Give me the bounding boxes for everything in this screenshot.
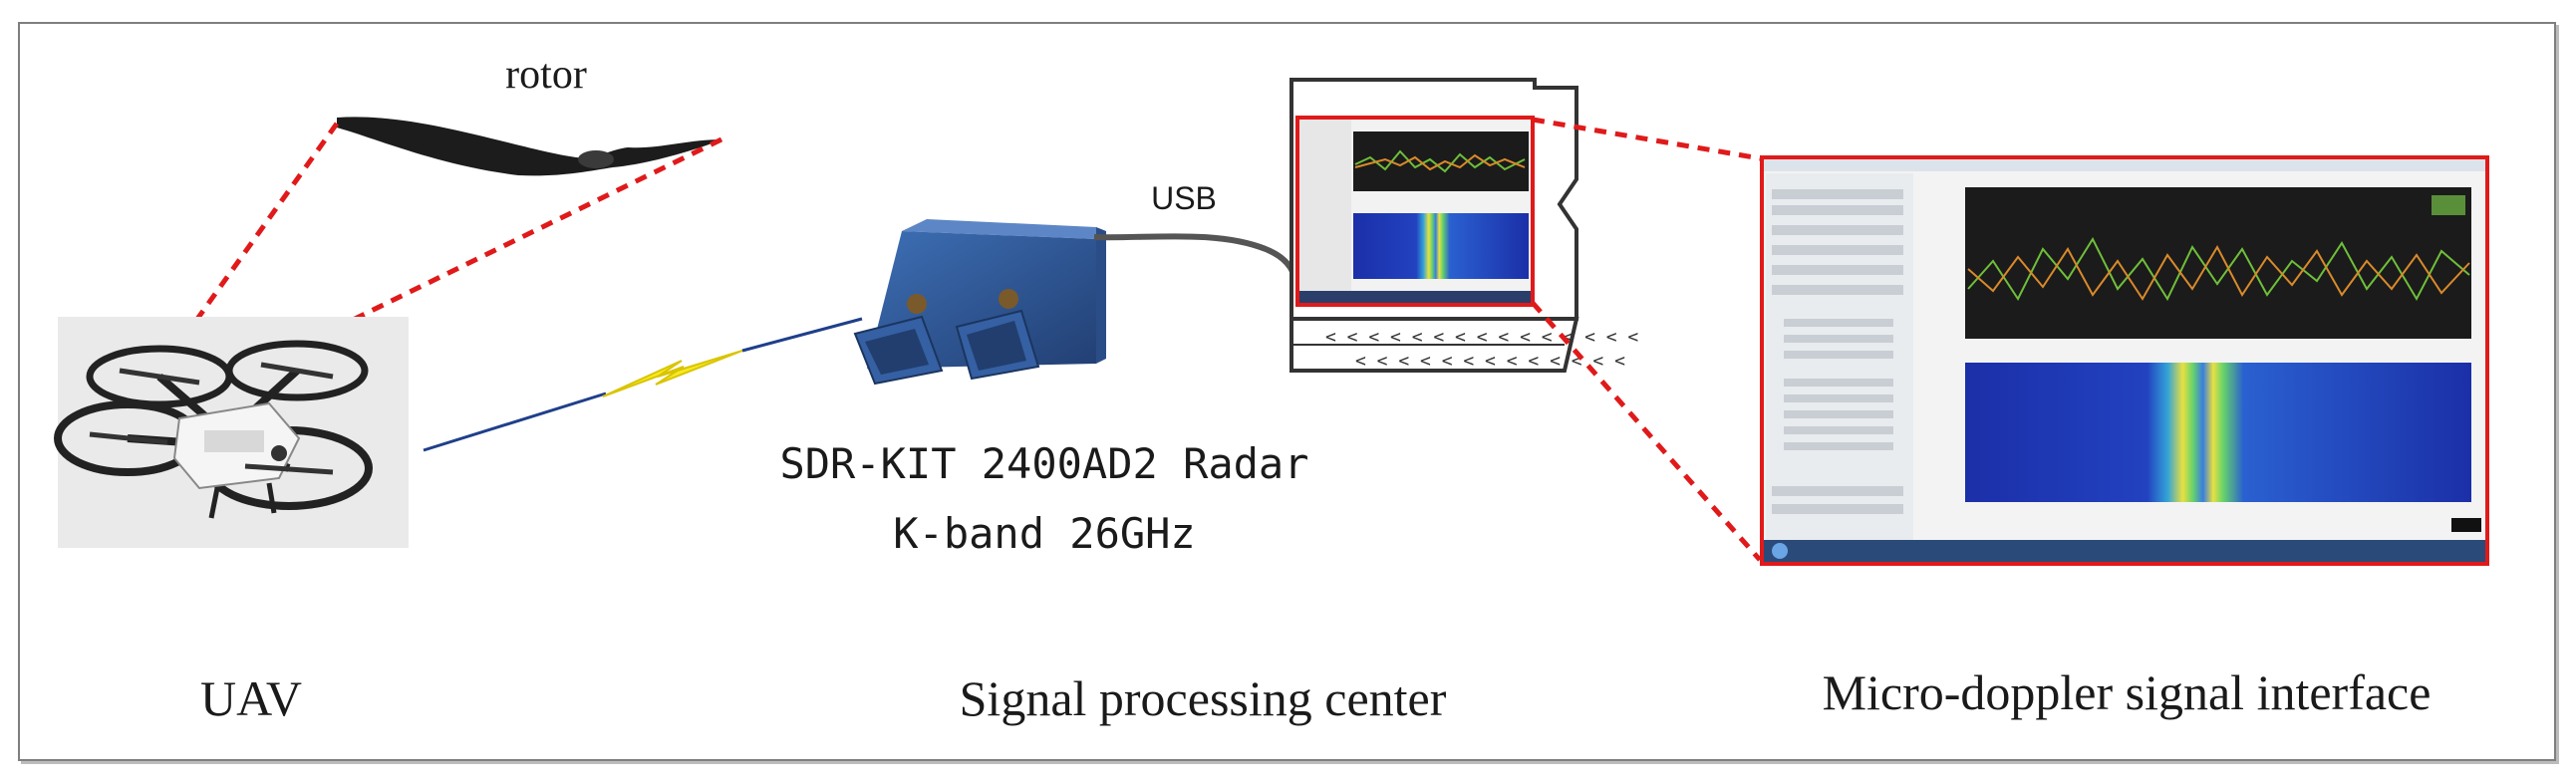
usb-label: USB bbox=[1151, 180, 1217, 216]
radar-model-label: SDR-KIT 2400AD2 Radar bbox=[779, 439, 1308, 488]
usb-cable bbox=[1093, 233, 1298, 282]
rotor-label: rotor bbox=[505, 52, 587, 98]
desktop-computer-icon: < < < < < < < < < < < < < < < < < < < < … bbox=[1289, 78, 1638, 373]
wireless-link bbox=[423, 317, 863, 452]
svg-text:< < < < < < < < < < < < < < <: < < < < < < < < < < < < < < < bbox=[1325, 327, 1638, 348]
interface-caption: Micro-doppler signal interface bbox=[1823, 664, 2432, 720]
radar-band-label: K-band 26GHz bbox=[893, 509, 1195, 558]
interface-callout-lines bbox=[1531, 117, 1767, 562]
horn-antenna-radar-icon bbox=[853, 219, 1106, 386]
diagram-frame bbox=[18, 22, 2556, 761]
signal-processing-caption: Signal processing center bbox=[960, 670, 1447, 726]
micro-doppler-interface-icon bbox=[1760, 155, 2489, 566]
uav-caption: UAV bbox=[200, 670, 302, 726]
quadcopter-icon bbox=[54, 317, 409, 548]
lightning-bolt-icon bbox=[602, 350, 743, 397]
svg-text:< < < < < < < < < < < < <: < < < < < < < < < < < < < bbox=[1355, 351, 1625, 372]
propeller-icon bbox=[337, 117, 722, 176]
